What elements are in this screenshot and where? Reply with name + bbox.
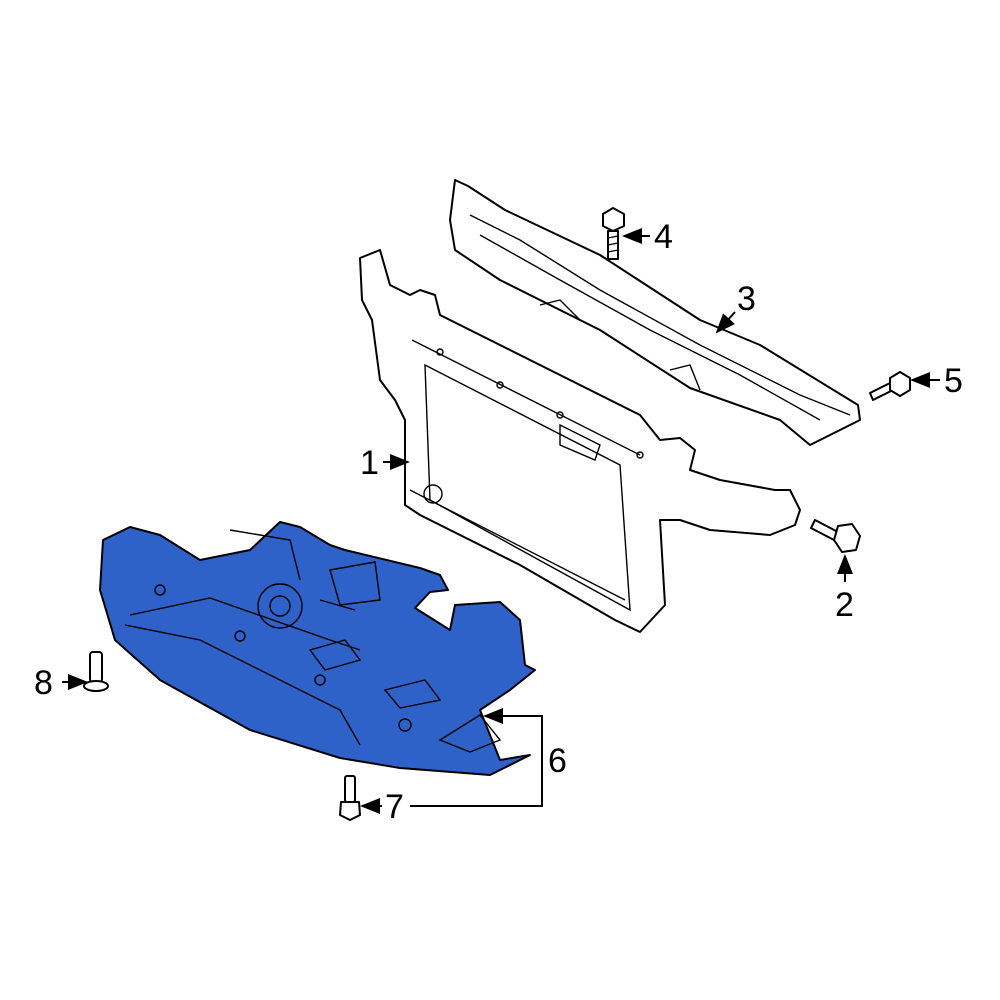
upper-tie-bar-part-3[interactable] xyxy=(449,179,861,446)
callout-3: 3 xyxy=(737,280,756,318)
callout-5: 5 xyxy=(944,362,963,400)
clip-part-8[interactable] xyxy=(83,651,109,692)
callout-6: 6 xyxy=(548,742,567,780)
callout-8: 8 xyxy=(34,664,53,702)
bolt-part-7[interactable] xyxy=(339,775,361,821)
bolt-part-2[interactable] xyxy=(810,519,861,553)
engine-undercover-part-6[interactable] xyxy=(99,521,536,776)
callout-1: 1 xyxy=(360,444,379,482)
callout-7: 7 xyxy=(385,788,404,826)
bolt-part-4[interactable] xyxy=(602,207,625,260)
leader-lines xyxy=(62,228,940,814)
callout-2: 2 xyxy=(835,586,854,624)
bolt-part-5[interactable] xyxy=(869,371,911,401)
callout-4: 4 xyxy=(654,218,673,256)
